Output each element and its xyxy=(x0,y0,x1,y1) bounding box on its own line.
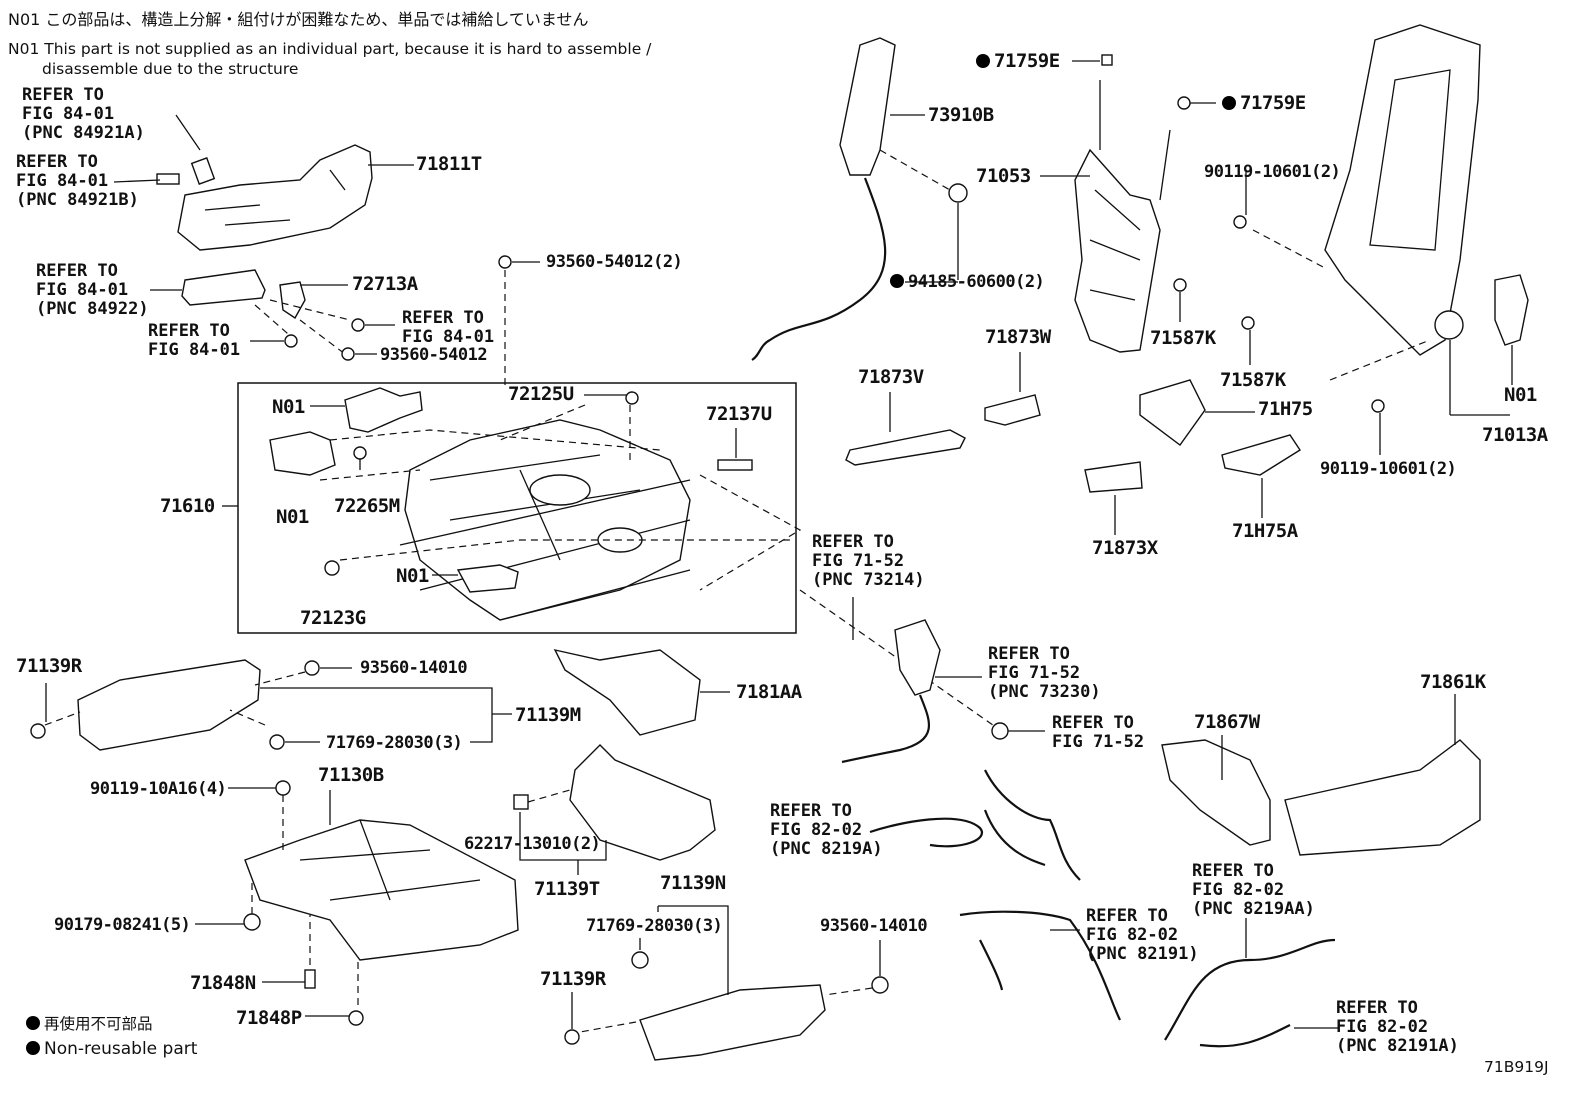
part-number[interactable]: 71587K xyxy=(1150,327,1216,349)
part-number[interactable]: 90179-08241(5) xyxy=(54,915,191,935)
part-number[interactable]: 71139R xyxy=(540,968,606,990)
refer-label[interactable]: REFER TO FIG 84-01 xyxy=(402,308,495,347)
part-number[interactable]: N01 xyxy=(1504,384,1537,406)
part-number[interactable]: 71139T xyxy=(534,878,600,900)
legend-label: 再使用不可部品 xyxy=(44,1015,153,1033)
part-number[interactable]: 71587K xyxy=(1220,369,1286,391)
part-number[interactable]: 71759E xyxy=(1222,94,1306,113)
refer-label[interactable]: REFER TO FIG 82-02 (PNC 8219AA) xyxy=(1192,861,1315,919)
part-number[interactable]: 71139M xyxy=(515,704,581,726)
part-number[interactable]: 71861K xyxy=(1420,671,1486,693)
refer-label[interactable]: REFER TO FIG 84-01 (PNC 84921B) xyxy=(16,152,139,210)
part-number[interactable]: 71053 xyxy=(976,165,1031,187)
legend-non-reusable-jp: 再使用不可部品 xyxy=(26,1016,153,1033)
seatback-frame-part xyxy=(1324,24,1481,356)
refer-label[interactable]: REFER TO FIG 82-02 (PNC 82191A) xyxy=(1336,998,1459,1056)
part-number[interactable]: 71H75A xyxy=(1232,520,1298,542)
part-number[interactable]: 93560-14010 xyxy=(820,916,928,936)
part-number[interactable]: 71811T xyxy=(416,153,482,175)
refer-label[interactable]: REFER TO FIG 71-52 (PNC 73230) xyxy=(988,644,1101,702)
motor-part xyxy=(269,274,1529,593)
part-number[interactable]: 71867W xyxy=(1194,711,1260,733)
part-number[interactable]: 71873X xyxy=(1092,537,1158,559)
switch-part xyxy=(181,269,306,320)
part-number[interactable]: 71769-28030(3) xyxy=(586,916,723,936)
lumbar-panel-part xyxy=(1074,80,1171,353)
part-number[interactable]: 71848P xyxy=(236,1007,302,1029)
part-number[interactable]: 71H75 xyxy=(1258,398,1313,420)
refer-label[interactable]: REFER TO FIG 84-01 (PNC 84922) xyxy=(36,261,149,319)
part-number[interactable]: 71139R xyxy=(16,655,82,677)
part-number[interactable]: N01 xyxy=(272,396,305,418)
part-number[interactable]: 73910B xyxy=(928,104,994,126)
buckle-part xyxy=(751,37,896,361)
seat-adjuster-detail-box xyxy=(237,382,797,634)
part-number[interactable]: N01 xyxy=(396,565,429,587)
part-number[interactable]: 71848N xyxy=(190,972,256,994)
legend-non-reusable-en: Non-reusable part xyxy=(26,1041,197,1058)
part-number[interactable]: 71873V xyxy=(858,366,924,388)
part-number[interactable]: 71013A xyxy=(1482,424,1548,446)
part-number[interactable]: N01 xyxy=(276,506,309,528)
refer-label[interactable]: REFER TO FIG 71-52 xyxy=(1052,713,1145,752)
refer-label[interactable]: REFER TO FIG 82-02 (PNC 82191) xyxy=(1086,906,1199,964)
part-number[interactable]: 90119-10A16(4) xyxy=(90,779,227,799)
refer-label[interactable]: REFER TO FIG 71-52 (PNC 73214) xyxy=(812,532,925,590)
part-number[interactable]: 71759E xyxy=(976,52,1060,71)
refer-label[interactable]: REFER TO FIG 84-01 xyxy=(148,321,241,360)
part-number[interactable]: 72713A xyxy=(352,273,418,295)
part-number[interactable]: 90119-10601(2) xyxy=(1204,162,1341,182)
legend-label: Non-reusable part xyxy=(44,1039,198,1059)
refer-label[interactable]: REFER TO FIG 84-01 (PNC 84921A) xyxy=(22,85,145,143)
note-n01-english-1: N01 This part is not supplied as an indi… xyxy=(8,40,652,58)
note-n01-japanese: N01 この部品は、構造上分解・組付けが困難なため、単品では補給していません xyxy=(8,10,589,29)
part-number[interactable]: 72123G xyxy=(300,607,366,629)
note-n01-english-2: disassemble due to the structure xyxy=(42,60,299,78)
part-number[interactable]: 71130B xyxy=(318,764,384,786)
side-shield-part xyxy=(156,144,373,251)
figure-id: 71B919J xyxy=(1484,1058,1549,1076)
part-number[interactable]: 71139N xyxy=(660,872,726,894)
part-number[interactable]: 71769-28030(3) xyxy=(326,733,463,753)
part-number[interactable]: 93560-54012 xyxy=(380,345,488,365)
part-number[interactable]: 72265M xyxy=(334,495,400,517)
part-number[interactable]: 94185-60600(2) xyxy=(890,274,1045,291)
part-number[interactable]: 71610 xyxy=(160,495,215,517)
part-number[interactable]: 71873W xyxy=(985,326,1051,348)
part-number[interactable]: 72137U xyxy=(706,403,772,425)
seat-adjuster-part xyxy=(399,419,691,621)
refer-label[interactable]: REFER TO FIG 82-02 (PNC 8219A) xyxy=(770,801,883,859)
part-number[interactable]: 72125U xyxy=(508,383,574,405)
part-number[interactable]: 93560-54012(2) xyxy=(546,252,683,272)
part-number[interactable]: 90119-10601(2) xyxy=(1320,459,1457,479)
part-number[interactable]: 62217-13010(2) xyxy=(464,834,601,854)
part-number[interactable]: 93560-14010 xyxy=(360,658,468,678)
part-number[interactable]: 7181AA xyxy=(736,681,802,703)
